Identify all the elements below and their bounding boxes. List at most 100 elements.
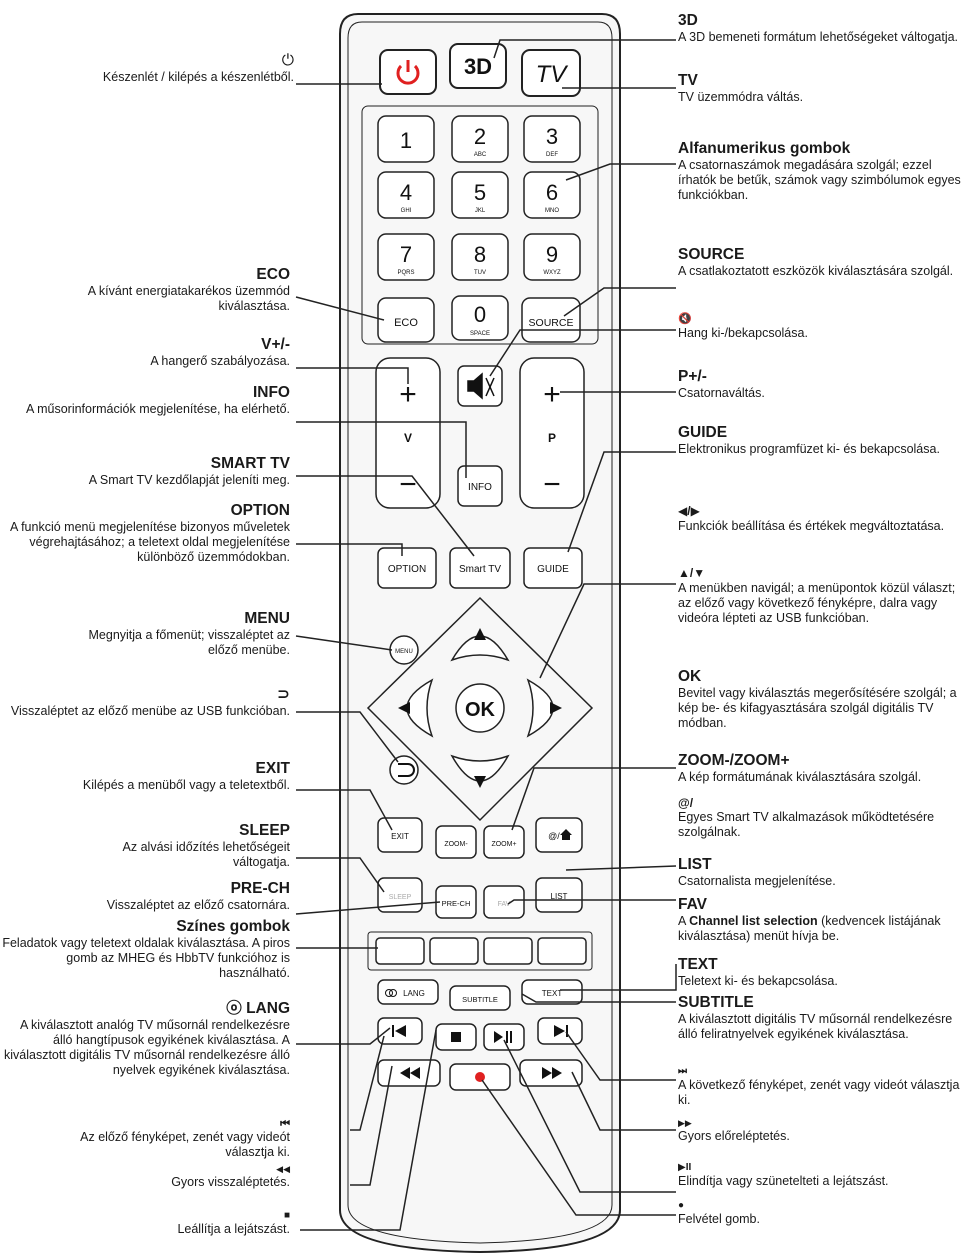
label-zoom: ZOOM-/ZOOM+ A kép formátumának kiválaszt… [678,752,966,785]
tv-button[interactable] [521,49,581,97]
eco-title: ECO [256,266,290,283]
prech-desc: Visszaléptet az előző csatornára. [106,898,290,912]
fast-forward-icon [542,1067,562,1079]
guide-button[interactable] [523,547,583,589]
app-button[interactable] [535,817,583,853]
red-color-button[interactable] [375,937,425,965]
rewind-icon [400,1067,420,1079]
label-ch: P+/- Csatornaváltás. [678,368,966,401]
exit-desc: Kilépés a menüből vagy a teletextből. [82,778,290,792]
zoom-desc: A kép formátumának kiválasztására szolgá… [678,770,922,784]
guide-desc: Elektronikus programfüzet ki- és bekapcs… [678,442,940,456]
back-desc: Visszaléptet az előző menübe az USB funk… [10,704,290,718]
exit-button[interactable] [377,817,423,853]
source-title: SOURCE [678,246,745,263]
color-panel [367,931,593,971]
eco-label: ECO [394,317,418,329]
power-title: ⏻ [281,52,294,69]
source-button[interactable] [521,297,581,343]
play-pause-button[interactable] [483,1023,525,1051]
record-icon [475,1072,485,1082]
digit-5-label: 5 [474,180,486,205]
label-power: ⏻ Készenlét / kilépés a készenlétből. [0,52,294,85]
ok-button[interactable] [455,683,505,733]
text-label: TEXT [542,989,563,998]
smart-tv-button[interactable] [449,547,511,589]
lang-title: ⓞ LANG [226,1000,290,1017]
green-color-button[interactable] [429,937,479,965]
smart-tv-label: Smart TV [459,564,501,575]
lang-icon [385,989,397,997]
digit-2-button[interactable] [451,115,509,163]
digit-3-button[interactable] [523,115,581,163]
guide-title: GUIDE [678,424,728,441]
digit-4-button[interactable] [377,171,435,219]
digit-7-letters: PQRS [397,270,414,276]
source-desc: A csatlakoztatott eszközök kiválasztásár… [678,264,954,278]
volume-rocker[interactable] [375,357,441,509]
fav-title: FAV [678,896,707,913]
blue-color-button[interactable] [537,937,587,965]
dpad-right-button[interactable] [526,678,554,738]
zoom-minus-button[interactable] [435,825,477,859]
digit-2-label: 2 [474,124,486,149]
stop-title: ■ [283,1210,290,1221]
label-prev: ⏮ Az előző fényképet, zenét vagy videót … [0,1118,290,1160]
dpad-up-button[interactable] [450,635,510,662]
digit-9-button[interactable] [523,233,581,281]
digit-6-button[interactable] [523,171,581,219]
play-desc: Elindítja vagy szünetelteti a lejátszást… [678,1174,889,1188]
list-desc: Csatornalista megjelenítése. [678,874,836,888]
label-3d: 3D A 3D bemeneti formátum lehetőségeket … [678,12,966,45]
digit-7-button[interactable] [377,233,435,281]
3d-title: 3D [678,12,698,29]
label-guide: GUIDE Elektronikus programfüzet ki- és b… [678,424,966,457]
subtitle-desc: A kiválasztott digitális TV műsornál ren… [678,1012,953,1041]
home-icon [560,829,572,840]
subtitle-button[interactable] [449,985,511,1011]
ok-title: OK [678,668,702,685]
eco-button[interactable] [377,297,435,343]
fav-desc-pre: A [678,914,690,928]
digit-1-button[interactable] [377,115,435,163]
label-alnum: Alfanumerikus gombok A csatornaszámok me… [678,140,966,203]
next-desc: A következő fényképet, zenét vagy videót… [678,1078,960,1107]
dpad-down-button[interactable] [450,754,510,782]
channel-label: P [548,431,556,445]
digit-9-label: 9 [546,242,558,267]
label-mute: 🔇 Hang ki-/bekapcsolása. [678,312,966,341]
digit-5-button[interactable] [451,171,509,219]
back-button[interactable] [389,755,419,785]
label-next: ⏭ A következő fényképet, zenét vagy vide… [678,1066,966,1108]
next-title: ⏭ [678,1066,687,1077]
sleep-title: SLEEP [239,822,290,839]
option-label: OPTION [388,564,426,575]
option-button[interactable] [377,547,437,589]
list-button[interactable] [535,877,583,913]
3d-button[interactable] [449,43,507,89]
label-lr: ◀/▶ Funkciók beállítása és értékek megvá… [678,504,966,534]
zoom-plus-button[interactable] [483,825,525,859]
channel-rocker[interactable] [519,357,585,509]
vol-desc: A hangerő szabályozása. [150,354,290,368]
digit-0-sub: SPACE [470,331,490,337]
label-ud: ▲/▼ A menükben navigál; a menüpontok köz… [678,566,966,626]
menu-desc: Megnyitja a főmenüt; visszaléptet az elő… [88,628,291,657]
digit-0-button[interactable] [451,295,509,341]
fav-button[interactable] [483,885,525,919]
lang-button[interactable] [377,979,439,1005]
label-sleep: SLEEP Az alvási időzítés lehetőségeit vá… [0,822,290,870]
sleep-button[interactable] [377,877,423,913]
label-lang: ⓞ LANG A kiválasztott analóg TV műsornál… [0,1000,290,1078]
text-button[interactable] [521,979,583,1005]
eco-desc: A kívánt energiatakarékos üzemmód kivála… [87,284,290,313]
dpad-left-button[interactable] [406,678,434,738]
info-button[interactable] [457,465,503,507]
yellow-color-button[interactable] [483,937,533,965]
numpad-panel [361,105,599,345]
digit-6-letters: MNO [545,208,559,214]
digit-8-button[interactable] [451,233,509,281]
digit-9-letters: WXYZ [543,270,561,276]
label-option: OPTION A funkció menü megjelenítése bizo… [0,502,290,565]
tv-desc: TV üzemmódra váltás. [678,90,804,104]
